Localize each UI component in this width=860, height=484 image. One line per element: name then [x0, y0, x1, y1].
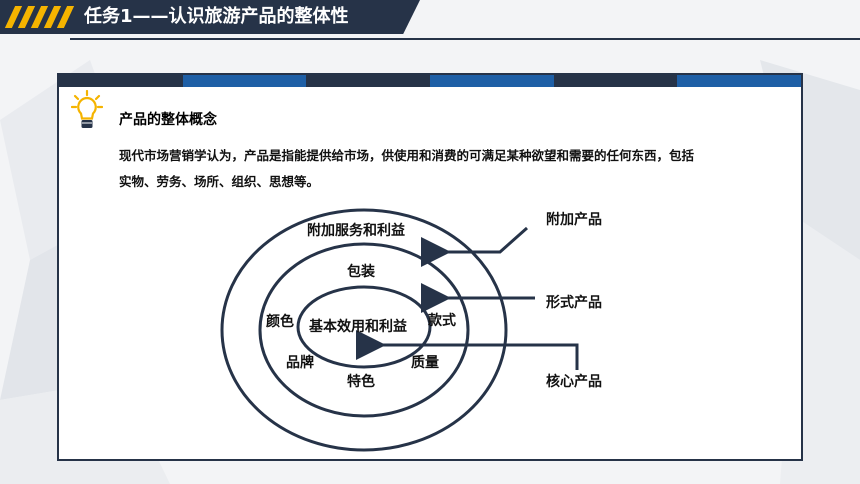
content-panel: 产品的整体概念 现代市场营销学认为，产品是指能提供给市场，供使用和消费的可满足某…	[57, 73, 803, 461]
middle-ring	[258, 242, 470, 418]
section-heading: 产品的整体概念	[119, 112, 217, 128]
outer-ring-label: 附加服务和利益	[307, 223, 405, 239]
ring-label-style: 款式	[428, 313, 456, 329]
side-label-additional: 附加产品	[546, 212, 602, 228]
lightbulb-icon	[71, 90, 103, 128]
panel-top-bar	[59, 75, 802, 87]
side-label-core: 核心产品	[546, 374, 602, 390]
title-underline	[70, 38, 860, 40]
section-paragraph: 现代市场营销学认为，产品是指能提供给市场，供使用和消费的可满足某种欲望和需要的任…	[119, 143, 789, 195]
paragraph-line-1: 现代市场营销学认为，产品是指能提供给市场，供使用和消费的可满足某种欲望和需要的任…	[119, 148, 695, 163]
title-bar: 任务1——认识旅游产品的整体性	[0, 0, 420, 34]
arrow-core	[356, 330, 579, 370]
arrow-additional	[421, 226, 528, 267]
ring-label-color: 颜色	[266, 314, 294, 330]
outer-ring	[220, 208, 508, 452]
side-label-form: 形式产品	[546, 295, 602, 311]
ring-label-brand: 品牌	[286, 355, 314, 371]
paragraph-line-2: 实物、劳务、场所、组织、思想等。	[119, 174, 320, 189]
ring-label-quality: 质量	[411, 355, 439, 371]
ring-label-packaging: 包装	[347, 264, 375, 280]
page-title: 任务1——认识旅游产品的整体性	[84, 6, 349, 27]
ring-label-feature: 特色	[347, 374, 375, 390]
core-ring	[296, 285, 432, 369]
core-label: 基本效用和利益	[309, 319, 407, 335]
